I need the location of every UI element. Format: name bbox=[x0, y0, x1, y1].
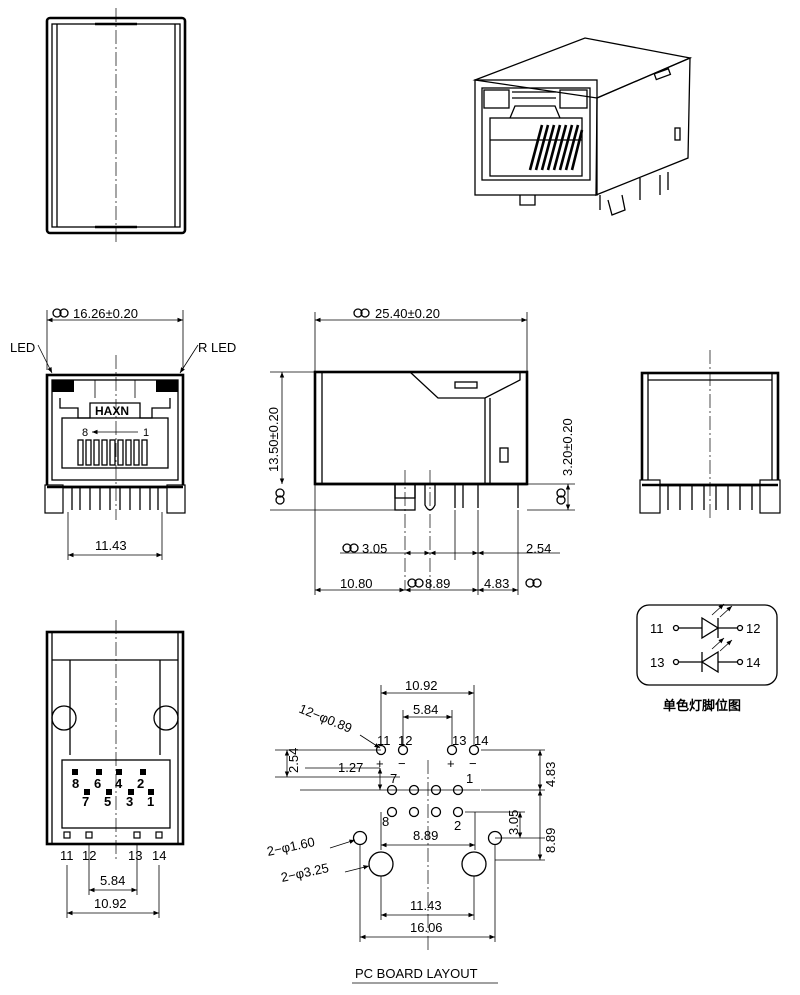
side-standoff-dim: 3.20±0.20 bbox=[560, 418, 575, 476]
pcb-hole-325: 2−φ3.25 bbox=[280, 860, 331, 885]
pcb-pin-1: 1 bbox=[466, 771, 473, 786]
bottom-led-13: 13 bbox=[128, 848, 142, 863]
bottom-pin-marks bbox=[72, 769, 154, 795]
led-left-label: LED bbox=[10, 340, 35, 355]
front-view: 16.26±0.20 LED R LED HAXN 8 1 bbox=[10, 306, 236, 560]
schematic-pin-11: 11 bbox=[650, 621, 664, 636]
side-dim-254: 2.54 bbox=[526, 541, 551, 556]
side-dim-305: 3.05 bbox=[362, 541, 387, 556]
side-length-dim: 25.40±0.20 bbox=[375, 306, 440, 321]
front-pins bbox=[71, 487, 159, 510]
bottom-led-11: 11 bbox=[60, 848, 74, 863]
schematic-pin-14: 14 bbox=[746, 655, 760, 670]
bottom-dim-584: 5.84 bbox=[100, 873, 125, 888]
side-height-dim: 13.50±0.20 bbox=[266, 407, 281, 472]
pcb-dim-889h: 8.89 bbox=[413, 828, 438, 843]
pcb-dim-584: 5.84 bbox=[413, 702, 438, 717]
pcb-dim-1606: 16.06 bbox=[410, 920, 443, 935]
bottom-pin-4: 4 bbox=[115, 776, 123, 791]
front-pitch-dim: 11.43 bbox=[95, 538, 127, 553]
pcb-dim-1143: 11.43 bbox=[410, 898, 442, 913]
pcb-pin-14: 14 bbox=[474, 733, 488, 748]
schematic-pin-13: 13 bbox=[650, 655, 664, 670]
side-dim-889: 8.89 bbox=[425, 576, 450, 591]
r-led-label: R LED bbox=[198, 340, 236, 355]
pcb-dim-1092: 10.92 bbox=[405, 678, 438, 693]
pcb-dim-127: 1.27 bbox=[338, 760, 363, 775]
pcb-dim-483: 4.83 bbox=[543, 762, 558, 787]
pcb-layout-title: PC BOARD LAYOUT bbox=[355, 966, 478, 981]
pcb-pin-12: 12 bbox=[398, 733, 412, 748]
side-dim-1080: 10.80 bbox=[340, 576, 373, 591]
top-view bbox=[45, 8, 187, 245]
isometric-view bbox=[472, 37, 693, 216]
front-width-dim: 16.26±0.20 bbox=[73, 306, 138, 321]
pcb-plus-left: + bbox=[376, 756, 384, 771]
bottom-led-14: 14 bbox=[152, 848, 166, 863]
pcb-dim-254: 2.54 bbox=[286, 748, 301, 773]
front-pin1-label: 1 bbox=[143, 427, 149, 439]
bottom-view: 8 6 4 2 7 5 3 1 11 12 13 14 5.84 10.92 bbox=[45, 620, 185, 918]
front-pin8-label: 8 bbox=[82, 427, 88, 439]
pcb-dim-305: 3.05 bbox=[506, 810, 521, 835]
pcb-pin-2: 2 bbox=[454, 818, 461, 833]
pcb-hole-160: 2−φ1.60 bbox=[266, 834, 317, 859]
pcb-pin-7: 7 bbox=[390, 771, 397, 786]
pcb-hole-089: 12−φ0.89 bbox=[297, 701, 354, 736]
brand-label: HAXN bbox=[95, 404, 129, 418]
pcb-plus-right: + bbox=[447, 756, 455, 771]
bottom-pin-6: 6 bbox=[94, 776, 101, 791]
bottom-pin-3: 3 bbox=[126, 794, 133, 809]
bottom-pin-8: 8 bbox=[72, 776, 79, 791]
pcb-layout: 10.92 5.84 12−φ0.89 11 12 13 14 + − + − … bbox=[266, 678, 558, 984]
side-dim-483: 4.83 bbox=[484, 576, 509, 591]
pcb-dim-889v: 8.89 bbox=[543, 828, 558, 853]
bottom-pin-5: 5 bbox=[104, 794, 111, 809]
bottom-dim-1092: 10.92 bbox=[94, 896, 127, 911]
pcb-minus-left: − bbox=[398, 756, 406, 771]
side-view: 25.40±0.20 13.50±0.20 3.20±0.20 bbox=[266, 306, 575, 595]
pcb-pin-8: 8 bbox=[382, 814, 389, 829]
schematic-pin-12: 12 bbox=[746, 621, 760, 636]
pcb-pin-13: 13 bbox=[452, 733, 466, 748]
front-contacts bbox=[77, 439, 148, 466]
schematic-caption: 单色灯脚位图 bbox=[663, 698, 741, 714]
led-schematic: 11 12 13 14 单色灯脚位图 bbox=[636, 603, 778, 714]
pcb-pin-11: 11 bbox=[377, 733, 391, 748]
bottom-pin-2: 2 bbox=[137, 776, 144, 791]
bottom-pin-7: 7 bbox=[82, 794, 89, 809]
iso-contacts bbox=[528, 124, 584, 171]
pcb-minus-right: − bbox=[469, 756, 477, 771]
bottom-pin-1: 1 bbox=[147, 794, 154, 809]
rear-view bbox=[639, 350, 781, 520]
